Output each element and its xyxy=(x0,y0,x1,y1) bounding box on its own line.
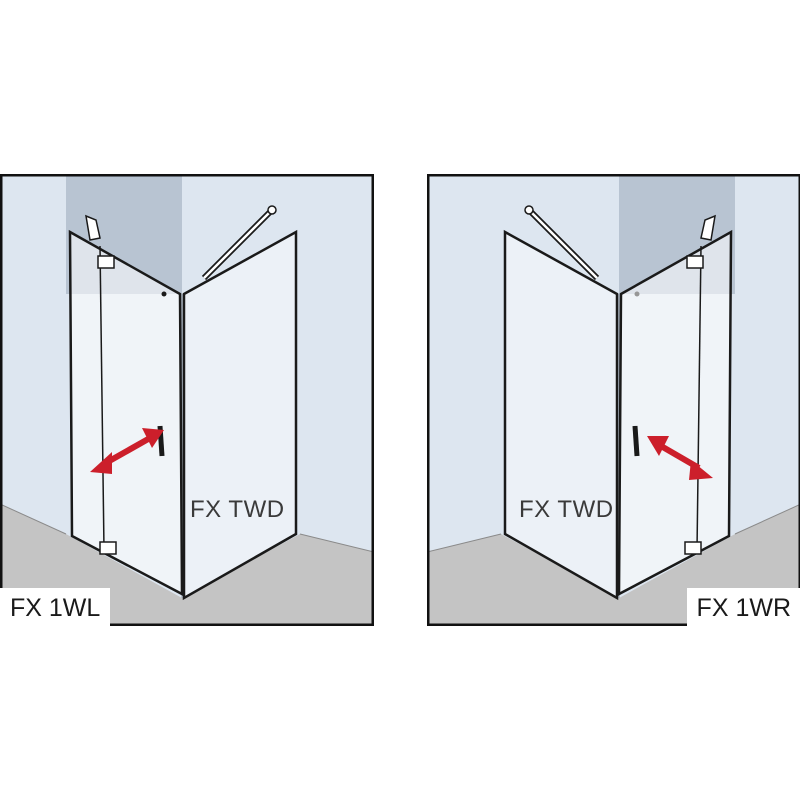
side-panel-glass xyxy=(503,205,640,601)
diagram-panel-fx-1wr: FX TWD FX 1WR xyxy=(427,174,800,626)
inner-panel-label: FX TWD xyxy=(519,496,614,523)
diagram-panel-fx-1wl: FX TWD FX 1WL xyxy=(0,174,374,626)
side-panel-glass xyxy=(161,205,298,601)
double-arrow-icon xyxy=(90,428,164,474)
shower-enclosure-right-drawing xyxy=(427,174,800,626)
inner-panel-label: FX TWD xyxy=(190,496,285,523)
hinged-door-glass xyxy=(617,214,733,597)
hinged-door-glass xyxy=(68,214,184,597)
model-label: FX 1WR xyxy=(686,588,800,626)
model-label: FX 1WL xyxy=(0,588,111,626)
double-arrow-icon xyxy=(647,436,713,480)
shower-enclosure-left-drawing xyxy=(0,174,374,626)
